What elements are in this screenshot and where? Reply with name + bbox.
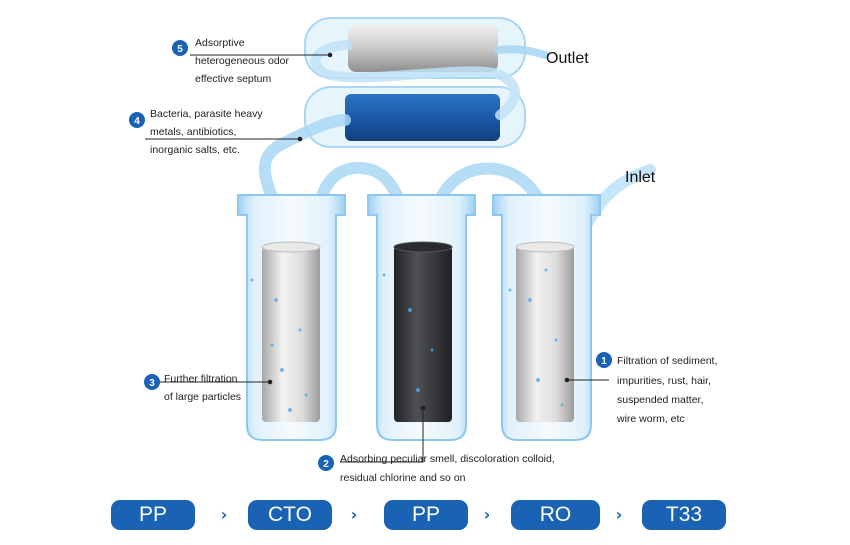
callout-text-line: Further filtration xyxy=(164,373,238,385)
arrow-right-icon: › xyxy=(615,505,623,524)
callout-5: 5 Adsorptive heterogeneous odor effectiv… xyxy=(172,37,289,85)
callout-text-line: wire worm, etc xyxy=(616,413,685,425)
inlet-label: Inlet xyxy=(625,169,656,186)
arrow-right-icon: › xyxy=(220,505,228,524)
pp-sediment-cartridge-2 xyxy=(262,246,320,422)
callout-3: 3 Further filtration of large particles xyxy=(144,373,241,403)
ro-membrane-cartridge xyxy=(304,86,526,148)
stage-pp-2: PP xyxy=(384,500,468,530)
stage-pp-1: PP xyxy=(111,500,195,530)
arrow-right-icon: › xyxy=(350,505,358,524)
callout-2: 2 Adsorbing peculiar smell, discoloratio… xyxy=(318,453,555,484)
callout-text-line: suspended matter, xyxy=(617,394,703,406)
callout-number: 1 xyxy=(601,356,607,367)
callout-number: 2 xyxy=(323,459,329,470)
callout-text-line: inorganic salts, etc. xyxy=(150,144,240,156)
t33-post-carbon-cartridge xyxy=(304,17,526,79)
callout-1: 1 Filtration of sediment, impurities, ru… xyxy=(596,352,717,425)
housing-pp-right xyxy=(492,194,601,441)
callout-text-line: Bacteria, parasite heavy xyxy=(150,108,263,120)
callout-number-badge xyxy=(129,112,145,128)
particles xyxy=(250,268,564,412)
callout-number: 5 xyxy=(177,44,183,55)
callout-number: 3 xyxy=(149,378,155,389)
stage-cto: CTO xyxy=(248,500,332,530)
callout-text-line: of large particles xyxy=(164,391,241,403)
arrow-right-icon: › xyxy=(483,505,491,524)
pp-sediment-cartridge-1 xyxy=(516,246,574,422)
housing-pp-left xyxy=(237,194,346,441)
callout-text-line: Adsorbing peculiar smell, discoloration … xyxy=(340,453,555,465)
cto-carbon-cartridge xyxy=(394,246,452,422)
callout-number: 4 xyxy=(134,116,140,127)
callout-text-line: impurities, rust, hair, xyxy=(617,375,711,387)
callout-text-line: effective septum xyxy=(195,73,272,85)
callout-text-line: Filtration of sediment, xyxy=(617,355,717,367)
callout-number-badge xyxy=(596,352,612,368)
callout-text-line: heterogeneous odor xyxy=(195,55,289,67)
callout-text-line: Adsorptive xyxy=(195,37,245,49)
stage-ro: RO xyxy=(511,500,600,530)
callout-number-badge xyxy=(318,455,334,471)
leader-lines xyxy=(145,52,609,463)
callout-4: 4 Bacteria, parasite heavy metals, antib… xyxy=(129,108,263,156)
callout-text-line: residual chlorine and so on xyxy=(340,472,466,484)
stage-t33: T33 xyxy=(642,500,726,530)
callout-number-badge xyxy=(172,40,188,56)
housing-cto-middle xyxy=(367,194,476,441)
outlet-label: Outlet xyxy=(546,50,589,67)
callout-number-badge xyxy=(144,374,160,390)
callout-text-line: metals, antibiotics, xyxy=(150,126,236,138)
